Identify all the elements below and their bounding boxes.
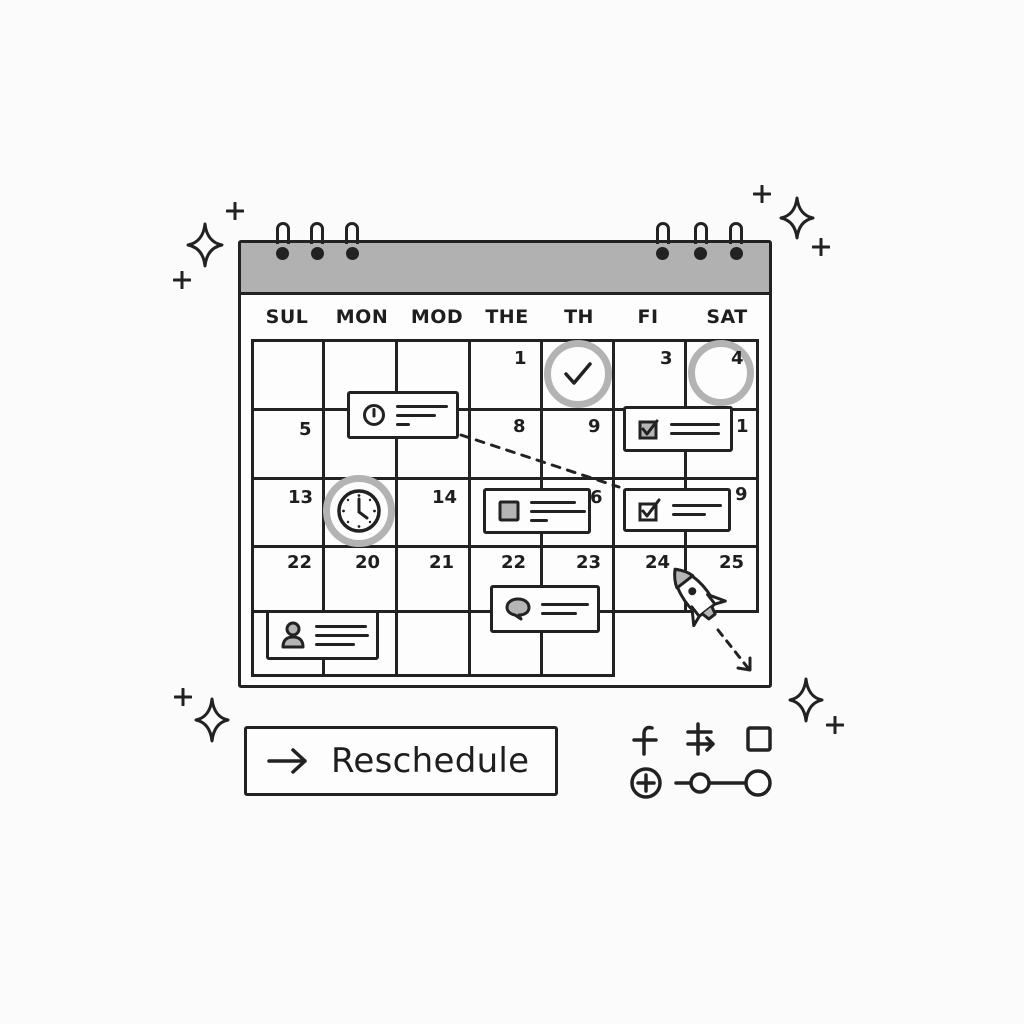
event-text-placeholder [541, 603, 589, 615]
function-icon [632, 725, 658, 756]
grid-line [252, 545, 759, 548]
alert-event-card[interactable] [347, 391, 459, 439]
add-circle-icon [630, 767, 662, 799]
day-number[interactable]: 25 [719, 552, 745, 573]
filled-square-icon [498, 500, 520, 522]
completed-day-highlight[interactable] [544, 340, 612, 408]
sparkle-icon [788, 677, 824, 723]
weekday-label: THE [485, 306, 529, 328]
event-text-placeholder [670, 423, 720, 435]
day-number[interactable]: 22 [287, 552, 313, 573]
sparkle-icon [779, 196, 815, 240]
day-number[interactable]: 1 [736, 416, 749, 437]
day-number[interactable]: 23 [576, 552, 602, 573]
alert-clock-icon [363, 404, 385, 426]
split-arrow-button[interactable] [684, 722, 720, 756]
speech-bubble-icon [505, 597, 531, 621]
day-number[interactable]: 5 [299, 419, 312, 440]
task-checked-event-card-2[interactable] [623, 488, 731, 532]
sparkle-icon [194, 697, 230, 743]
task-checked-event-card[interactable] [623, 406, 733, 452]
grid-line [251, 339, 254, 677]
rocket-icon[interactable] [662, 556, 760, 678]
add-button[interactable] [628, 765, 664, 801]
binder-ring [656, 222, 670, 244]
grid-line [252, 339, 759, 342]
grid-line [395, 339, 398, 677]
square-button[interactable] [744, 724, 774, 754]
drag-path-dotted-line [459, 433, 621, 489]
sparkle-icon [186, 222, 224, 268]
grid-line [252, 408, 759, 411]
small-sparkle-icon [226, 202, 244, 220]
checkbox-checked-icon [638, 419, 659, 440]
binder-ring-hole [694, 247, 707, 260]
event-text-placeholder [315, 624, 369, 646]
binder-ring-hole [730, 247, 743, 260]
day-number[interactable]: 1 [514, 348, 527, 369]
split-arrow-icon [686, 722, 715, 756]
small-sparkle-icon [753, 185, 771, 203]
reschedule-label: Reschedule [331, 741, 530, 781]
square-event-card[interactable] [483, 488, 591, 534]
function-button[interactable] [630, 724, 662, 756]
clock-icon [337, 489, 381, 533]
binder-ring [345, 222, 359, 244]
binder-ring [276, 222, 290, 244]
reminder-day-highlight[interactable] [323, 475, 395, 547]
small-sparkle-icon [812, 238, 830, 256]
day-number[interactable]: 14 [432, 487, 458, 508]
reschedule-button[interactable]: Reschedule [244, 726, 558, 796]
event-text-placeholder [672, 504, 722, 516]
arrow-right-icon [267, 748, 307, 774]
binder-ring [310, 222, 324, 244]
small-sparkle-icon [173, 271, 191, 289]
day-number[interactable]: 9 [588, 416, 601, 437]
binder-ring [729, 222, 743, 244]
binder-ring-hole [311, 247, 324, 260]
binder-ring-hole [656, 247, 669, 260]
weekday-label: MON [335, 306, 389, 328]
person-event-card[interactable] [266, 610, 379, 660]
event-text-placeholder [396, 404, 448, 426]
comment-event-card[interactable] [490, 585, 600, 633]
binder-ring-hole [346, 247, 359, 260]
grid-line [468, 339, 471, 677]
checkbox-checked-icon [638, 498, 661, 522]
link-slider[interactable] [674, 765, 774, 801]
small-sparkle-icon [826, 716, 844, 734]
day-number[interactable]: 24 [645, 552, 671, 573]
day-number[interactable]: 13 [288, 487, 314, 508]
grid-line [252, 477, 759, 480]
grid-line [756, 339, 759, 613]
slider-link-icon [674, 769, 772, 797]
weekday-label: SAT [706, 306, 748, 328]
day-number[interactable]: 9 [735, 484, 748, 505]
weekday-label: TH [564, 306, 594, 328]
weekday-label: FI [637, 306, 659, 328]
weekday-label: SUL [265, 306, 309, 328]
event-text-placeholder [530, 500, 586, 522]
day-number[interactable]: 6 [590, 487, 603, 508]
small-sparkle-icon [174, 688, 192, 706]
grid-line [612, 339, 615, 677]
day-number[interactable]: 21 [429, 552, 455, 573]
day-number[interactable]: 8 [513, 416, 526, 437]
binder-ring-hole [276, 247, 289, 260]
day-number[interactable]: 22 [501, 552, 527, 573]
grid-line [252, 674, 615, 677]
day-number[interactable]: 3 [660, 348, 673, 369]
checkmark-icon [564, 362, 592, 385]
binder-ring [694, 222, 708, 244]
grid-line [684, 339, 687, 613]
calendar-header-bar [241, 243, 769, 295]
day-number[interactable]: 20 [355, 552, 381, 573]
square-icon [746, 726, 772, 752]
selected-day-highlight[interactable] [688, 340, 754, 406]
day-number[interactable]: 4 [731, 348, 744, 369]
weekday-label: MOD [410, 306, 464, 328]
user-icon [281, 621, 305, 649]
